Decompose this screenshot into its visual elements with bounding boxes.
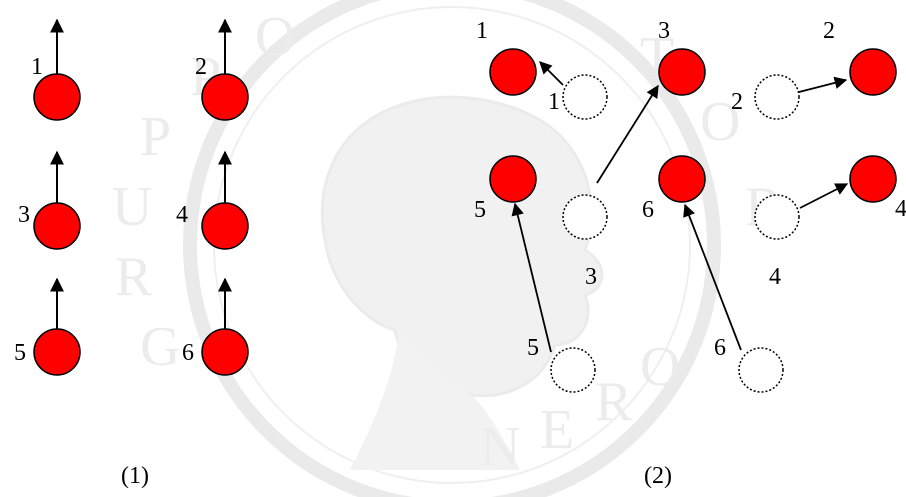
watermark-letter: O bbox=[640, 336, 680, 398]
panel-1-particle: 6 bbox=[182, 277, 249, 376]
red-circle bbox=[33, 73, 81, 121]
empty-dotted-circle bbox=[738, 347, 784, 393]
red-circle bbox=[658, 48, 706, 96]
red-circle bbox=[849, 48, 897, 96]
panel-1-caption: (1) bbox=[121, 463, 149, 489]
panel-1-particle: 4 bbox=[176, 150, 249, 250]
displacement-arrow bbox=[683, 203, 742, 351]
red-circle bbox=[201, 328, 249, 376]
red-circle bbox=[33, 328, 81, 376]
red-circle bbox=[849, 155, 897, 203]
panel-1-particle: 1 bbox=[31, 18, 81, 121]
red-circle bbox=[201, 73, 249, 121]
original-position-label: 6 bbox=[714, 335, 726, 361]
red-circle bbox=[489, 155, 537, 203]
watermark-letter: U bbox=[112, 176, 152, 238]
moved-circle-label: 2 bbox=[823, 18, 835, 44]
watermark-letter: O bbox=[255, 6, 295, 68]
coin-outer-ring bbox=[183, 0, 721, 497]
circle-label: 1 bbox=[31, 54, 43, 80]
panel-2-caption: (2) bbox=[644, 463, 672, 489]
red-circle bbox=[201, 202, 249, 250]
watermark-letter: P bbox=[140, 106, 171, 168]
watermark-letter: N bbox=[480, 416, 520, 478]
panel-1-particle: 5 bbox=[14, 277, 81, 376]
empty-dotted-circle bbox=[754, 74, 800, 120]
displacement-arrow bbox=[799, 183, 849, 209]
moved-circle-label: 5 bbox=[474, 197, 486, 223]
red-circle bbox=[658, 155, 706, 203]
original-position-label: 5 bbox=[527, 335, 539, 361]
watermark-letter: R bbox=[115, 246, 153, 308]
watermark-letter: O bbox=[700, 91, 740, 153]
moved-circle-label: 6 bbox=[642, 197, 654, 223]
moved-circle-label: 1 bbox=[476, 18, 488, 44]
original-position-label: 1 bbox=[548, 89, 560, 115]
circle-label: 4 bbox=[176, 202, 188, 228]
original-position-label: 4 bbox=[769, 264, 781, 290]
displacement-arrow bbox=[596, 84, 659, 184]
watermark-letter: R bbox=[595, 371, 633, 433]
empty-dotted-circle bbox=[754, 194, 800, 240]
original-position-label: 2 bbox=[731, 89, 743, 115]
coin-profile-head bbox=[320, 95, 604, 398]
moved-circle-label: 3 bbox=[658, 18, 670, 44]
circle-label: 5 bbox=[14, 340, 26, 366]
circle-label: 6 bbox=[182, 340, 194, 366]
panel-1-particle: 3 bbox=[18, 150, 81, 250]
circle-label: 3 bbox=[18, 202, 30, 228]
panel-1: 1 2 3 4 5 6 (1) bbox=[14, 18, 249, 489]
coin-watermark: G R U P P O T O R N E R O bbox=[112, 0, 783, 497]
panel-1-particle: 2 bbox=[195, 18, 249, 121]
panel-2: 1 3 2 5 6 4 1 2 3 4 5 6 (2) bbox=[474, 18, 906, 489]
empty-dotted-circle bbox=[562, 194, 608, 240]
red-circle bbox=[33, 202, 81, 250]
coin-neck bbox=[350, 330, 520, 470]
moved-circle-label: 4 bbox=[895, 196, 906, 222]
displacement-arrow bbox=[511, 202, 552, 353]
empty-dotted-circle bbox=[550, 347, 596, 393]
empty-dotted-circle bbox=[562, 74, 608, 120]
original-position-label: 3 bbox=[585, 264, 597, 290]
red-circle bbox=[489, 48, 537, 96]
watermark-letter: G bbox=[140, 316, 180, 378]
watermark-letter: E bbox=[540, 399, 574, 461]
displacement-arrow bbox=[798, 76, 848, 93]
displacement-arrow bbox=[539, 61, 564, 86]
circle-label: 2 bbox=[195, 54, 207, 80]
